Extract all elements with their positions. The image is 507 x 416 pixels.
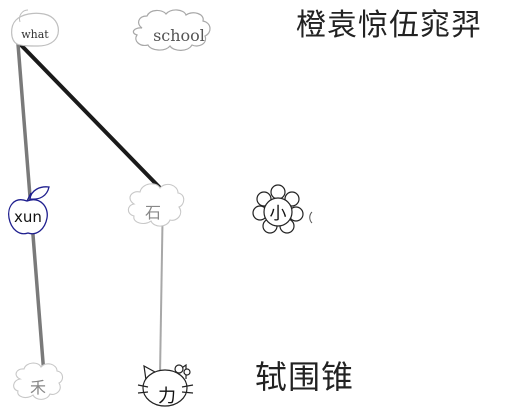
cloud-icon: [13, 362, 64, 400]
tile-he[interactable]: 禾: [13, 362, 64, 400]
cloud-icon: [127, 183, 185, 227]
tile-he-label: 禾: [30, 378, 46, 397]
tile-shi[interactable]: 石: [127, 183, 185, 227]
tile-li-label: 力: [158, 386, 176, 407]
tile-xun[interactable]: xun: [8, 186, 50, 235]
apple-leaf-icon: [29, 186, 50, 200]
peach-leaf-icon: [19, 9, 29, 23]
tile-shi-label: 石: [145, 203, 161, 222]
tile-xun-label: xun: [14, 208, 42, 226]
tile-xiao[interactable]: 小: [252, 184, 313, 234]
connection-line-what-shi: [18, 42, 165, 193]
kitty-icon: [137, 363, 194, 407]
flower-icon: [252, 184, 304, 234]
peach-icon: [11, 12, 59, 47]
tile-what[interactable]: what: [11, 9, 59, 47]
tile-xiao-label: 小: [270, 204, 287, 224]
apple-icon: [8, 199, 48, 235]
page-title: 橙袁惊伍窕羿: [296, 8, 482, 43]
cloud-icon: [132, 9, 211, 51]
footer-label: 轼围锥: [255, 358, 355, 396]
tile-li[interactable]: 力: [137, 363, 194, 407]
tile-school-label: school: [153, 26, 205, 45]
tile-school[interactable]: school: [132, 9, 211, 51]
tile-what-label: what: [21, 28, 49, 41]
